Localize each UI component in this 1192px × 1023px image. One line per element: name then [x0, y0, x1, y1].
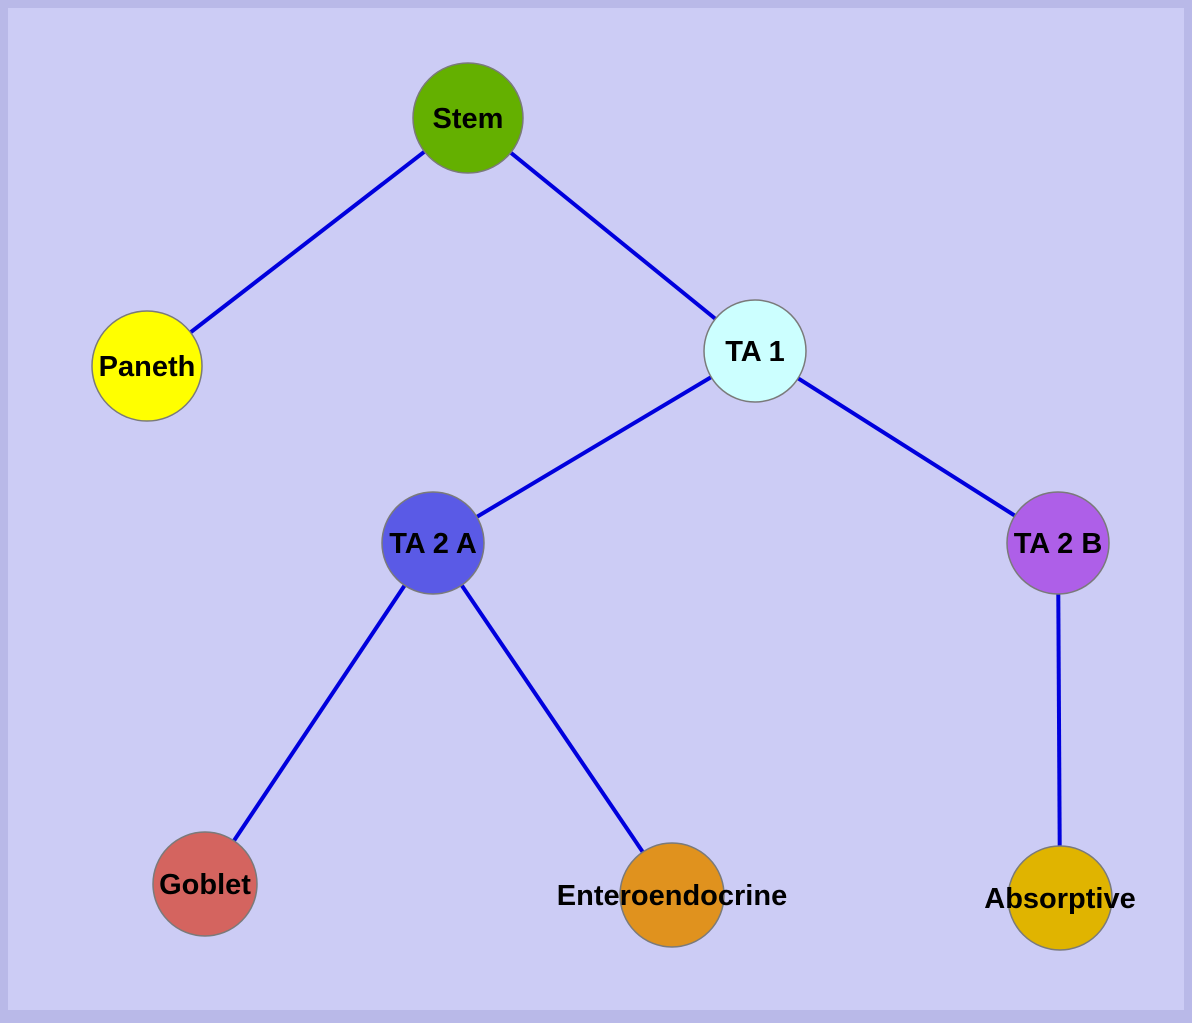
node-ta1[interactable]: TA 1	[703, 299, 807, 403]
node-paneth[interactable]: Paneth	[91, 310, 203, 422]
node-circle-goblet[interactable]	[152, 831, 258, 937]
node-ta2b[interactable]: TA 2 B	[1006, 491, 1110, 595]
edge-stem-paneth	[145, 116, 470, 368]
node-circle-ta1[interactable]	[703, 299, 807, 403]
edge-ta2a-enteroendocrine	[431, 541, 674, 897]
edge-ta1-ta2b	[753, 349, 1060, 545]
node-circle-enteroendocrine[interactable]	[619, 842, 725, 948]
node-goblet[interactable]: Goblet	[152, 831, 258, 937]
node-circle-ta2a[interactable]	[381, 491, 485, 595]
edge-ta2b-absorptive	[1056, 542, 1062, 899]
edge-stem-ta1	[466, 116, 757, 353]
node-circle-stem[interactable]	[412, 62, 524, 174]
node-circle-paneth[interactable]	[91, 310, 203, 422]
edge-ta1-ta2a	[431, 349, 757, 545]
edge-ta2a-goblet	[203, 541, 435, 886]
node-circle-absorptive[interactable]	[1007, 845, 1113, 951]
node-stem[interactable]: Stem	[412, 62, 524, 174]
node-circle-ta2b[interactable]	[1006, 491, 1110, 595]
node-ta2a[interactable]: TA 2 A	[381, 491, 485, 595]
